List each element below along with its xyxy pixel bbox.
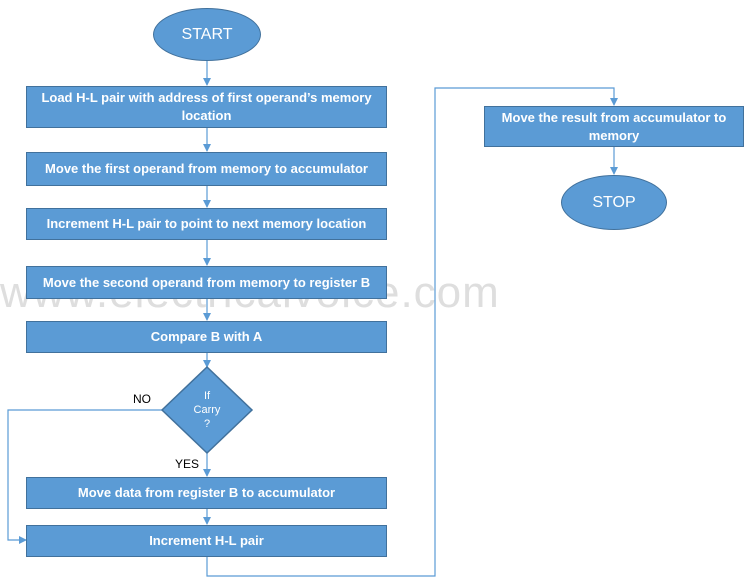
arrow-increment-to-move-result [206, 87, 618, 577]
increment-hl-next-step: Increment H-L pair to point to next memo… [26, 208, 387, 240]
stop-terminal: STOP [561, 175, 667, 230]
move-second-operand-step: Move the second operand from memory to r… [26, 266, 387, 299]
move-b-to-accumulator-step: Move data from register B to accumulator [26, 477, 387, 509]
move-first-operand-step: Move the first operand from memory to ac… [26, 152, 387, 186]
increment-hl-step: Increment H-L pair [26, 525, 387, 557]
decision-line-1: If [203, 390, 211, 402]
decision-text: If Carry ? [187, 389, 227, 431]
compare-step: Compare B with A [26, 321, 387, 353]
decision-line-3: ? [203, 418, 211, 430]
start-terminal: START [153, 8, 261, 61]
decision-diamond [160, 365, 254, 455]
move-result-step: Move the result from accumulator to memo… [484, 106, 744, 147]
yes-label: YES [175, 457, 200, 471]
no-label: NO [133, 392, 151, 406]
decision-line-2: Carry [193, 404, 221, 416]
arrow-decision-no [7, 409, 162, 544]
load-hl-step: Load H-L pair with address of first oper… [26, 86, 387, 128]
